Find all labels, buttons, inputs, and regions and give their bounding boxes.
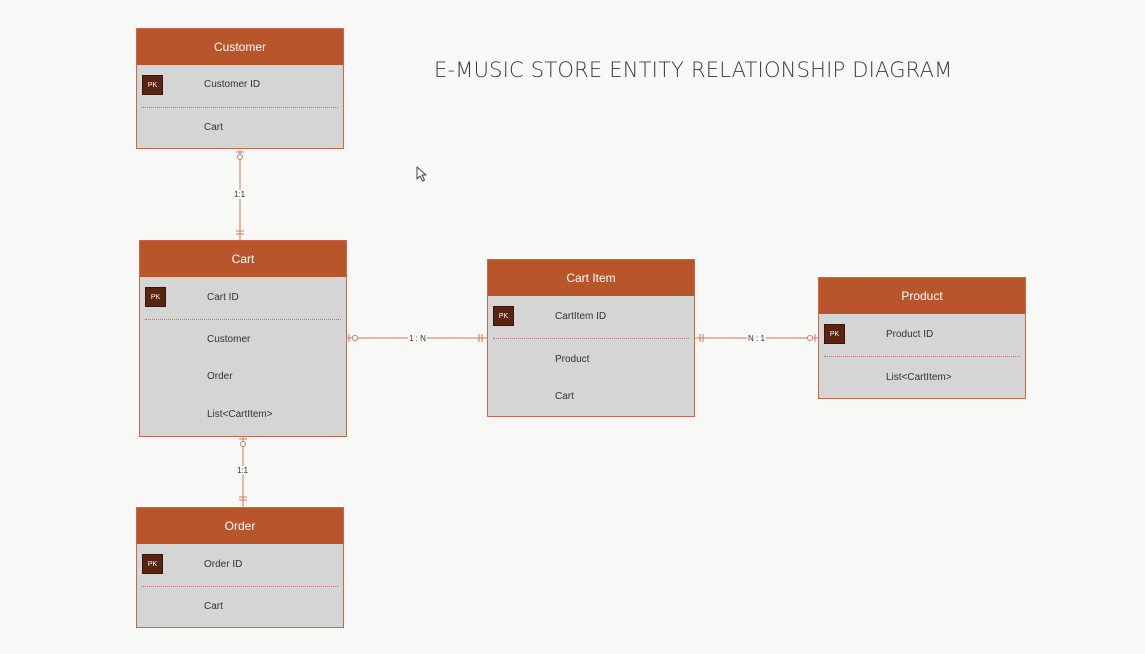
- rel-cart-cartitem-label: 1 : N: [408, 334, 427, 343]
- field-list-cartitem: List<CartItem>: [207, 409, 273, 420]
- entity-customer[interactable]: Customer PK Customer ID Cart: [136, 28, 344, 149]
- entity-product-pk-row: PK Product ID: [819, 314, 1025, 356]
- entity-product-header: Product: [819, 278, 1025, 314]
- rel-cartitem-product-label: N : 1: [747, 334, 766, 343]
- field-cart-id: Cart ID: [207, 292, 239, 303]
- pk-badge: PK: [142, 75, 163, 95]
- entity-order-pk-row: PK Order ID: [137, 544, 343, 586]
- field-cart: Cart: [204, 601, 223, 612]
- entity-order[interactable]: Order PK Order ID Cart: [136, 507, 344, 628]
- field-divider: [493, 338, 689, 339]
- mouse-pointer-icon: [416, 166, 427, 182]
- entity-customer-pk-row: PK Customer ID: [137, 65, 343, 107]
- field-product-id: Product ID: [886, 329, 934, 340]
- pk-badge: PK: [145, 287, 166, 307]
- field-cart: Cart: [204, 122, 223, 133]
- field-customer-id: Customer ID: [204, 79, 261, 90]
- rel-customer-cart-label: 1:1: [234, 190, 246, 199]
- entity-cart-pk-row: PK Cart ID: [140, 277, 346, 319]
- field-divider: [142, 107, 338, 108]
- field-customer: Customer: [207, 334, 251, 345]
- field-product: Product: [555, 354, 590, 365]
- entity-cart-item[interactable]: Cart Item PK CartItem ID Product Cart: [487, 259, 695, 417]
- entity-order-header: Order: [137, 508, 343, 544]
- field-cart: Cart: [555, 391, 574, 402]
- field-cartitem-id: CartItem ID: [555, 311, 607, 322]
- entity-cart-item-pk-row: PK CartItem ID: [488, 296, 694, 338]
- pk-badge: PK: [142, 554, 163, 574]
- diagram-title: E-MUSIC STORE ENTITY RELATIONSHIP DIAGRA…: [434, 58, 953, 82]
- entity-customer-header: Customer: [137, 29, 343, 65]
- field-order: Order: [207, 371, 233, 382]
- entity-cart-item-header: Cart Item: [488, 260, 694, 296]
- field-divider: [145, 319, 341, 320]
- entity-cart-header: Cart: [140, 241, 346, 277]
- entity-cart[interactable]: Cart PK Cart ID Customer Order List<Cart…: [139, 240, 347, 437]
- pk-badge: PK: [824, 324, 845, 344]
- field-list-cartitem: List<CartItem>: [886, 372, 952, 383]
- pk-badge: PK: [493, 306, 514, 326]
- entity-product[interactable]: Product PK Product ID List<CartItem>: [818, 277, 1026, 399]
- field-divider: [142, 586, 338, 587]
- field-order-id: Order ID: [204, 559, 243, 570]
- field-divider: [824, 356, 1020, 357]
- rel-cart-order-label: 1:1: [237, 466, 249, 475]
